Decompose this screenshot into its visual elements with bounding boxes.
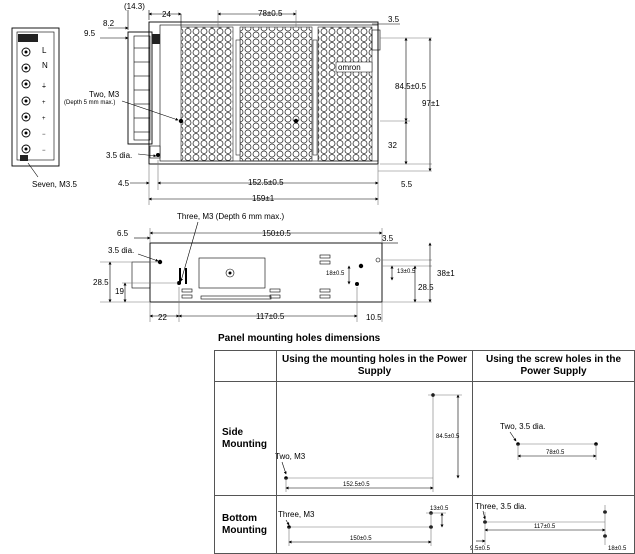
side-holes-cell: [276, 381, 473, 496]
col-screw-holes: Using the screw holes in the Power Suppl…: [472, 350, 635, 382]
brand-label: omron: [338, 63, 361, 72]
dim-97: 97±1: [422, 99, 440, 108]
terminal-l: L: [42, 46, 47, 55]
svg-text:⏚: ⏚: [41, 83, 47, 90]
svg-text:+: +: [42, 100, 46, 106]
seven-m35-label: Seven, M3.5: [32, 180, 77, 189]
dim-9-5: 9.5: [84, 29, 96, 38]
bottom-view: Three, M3 (Depth 6 mm max.) 150±0.5 6.5 …: [93, 212, 455, 322]
dim-3-5-dia-bottom: 3.5 dia.: [108, 246, 134, 255]
dim-19: 19: [115, 287, 124, 296]
dim-13: 13±0.5: [397, 269, 416, 275]
row-side-mounting: Side Mounting: [214, 381, 277, 496]
two-m3-label: Two, M3: [89, 90, 120, 99]
terminal-n: N: [42, 61, 48, 70]
three-m3-label: Three, M3 (Depth 6 mm max.): [177, 212, 284, 221]
terminal-screws: [21, 47, 31, 154]
dim-32: 32: [388, 141, 397, 150]
dim-10-5: 10.5: [366, 313, 382, 322]
dim-28-5-left: 28.5: [93, 278, 109, 287]
corner-cell: [214, 350, 277, 382]
dim-3-5-dia: 3.5 dia.: [106, 151, 132, 160]
dim-3-5-top: 3.5: [388, 15, 400, 24]
dim-8-2: 8.2: [103, 19, 115, 28]
row-bottom-mounting: Bottom Mounting: [214, 495, 277, 554]
panel-table: Using the mounting holes in the Power Su…: [214, 350, 635, 554]
col-mounting-holes: Using the mounting holes in the Power Su…: [276, 350, 473, 382]
side-screws-cell: [472, 381, 635, 496]
dim-117: 117±0.5: [256, 312, 285, 321]
dim-14-3: (14.3): [124, 2, 145, 11]
dim-150: 150±0.5: [262, 229, 291, 238]
svg-text:−: −: [42, 148, 46, 154]
dim-38: 38±1: [437, 269, 455, 278]
dim-18: 18±0.5: [326, 271, 345, 277]
panel-title: Panel mounting holes dimensions: [218, 333, 381, 344]
svg-text:+: +: [42, 116, 46, 122]
dim-152-5: 152.5±0.5: [248, 178, 284, 187]
dim-5-5: 5.5: [401, 180, 413, 189]
dim-6-5: 6.5: [117, 229, 129, 238]
dim-22: 22: [158, 313, 167, 322]
svg-text:−: −: [42, 132, 46, 138]
front-view: omron (14.3) 24 78±0.5 3.5 9.5 8.2 Two, …: [64, 2, 440, 205]
depth-5-label: (Depth 5 mm max.): [64, 100, 115, 106]
dim-159: 159±1: [252, 194, 275, 203]
dim-24: 24: [162, 10, 171, 19]
dim-4-5: 4.5: [118, 179, 130, 188]
dim-28-5-right: 28.5: [418, 283, 434, 292]
dim-3-5-right: 3.5: [382, 234, 394, 243]
terminal-side-view: L N ⏚ + + − − Seven, M3.5: [11, 27, 77, 189]
dim-84-5: 84.5±0.5: [395, 82, 427, 91]
vent-slots: [181, 254, 331, 300]
bottom-holes-cell: [276, 495, 473, 554]
bottom-screws-cell: [472, 495, 635, 554]
dim-78: 78±0.5: [258, 9, 283, 18]
